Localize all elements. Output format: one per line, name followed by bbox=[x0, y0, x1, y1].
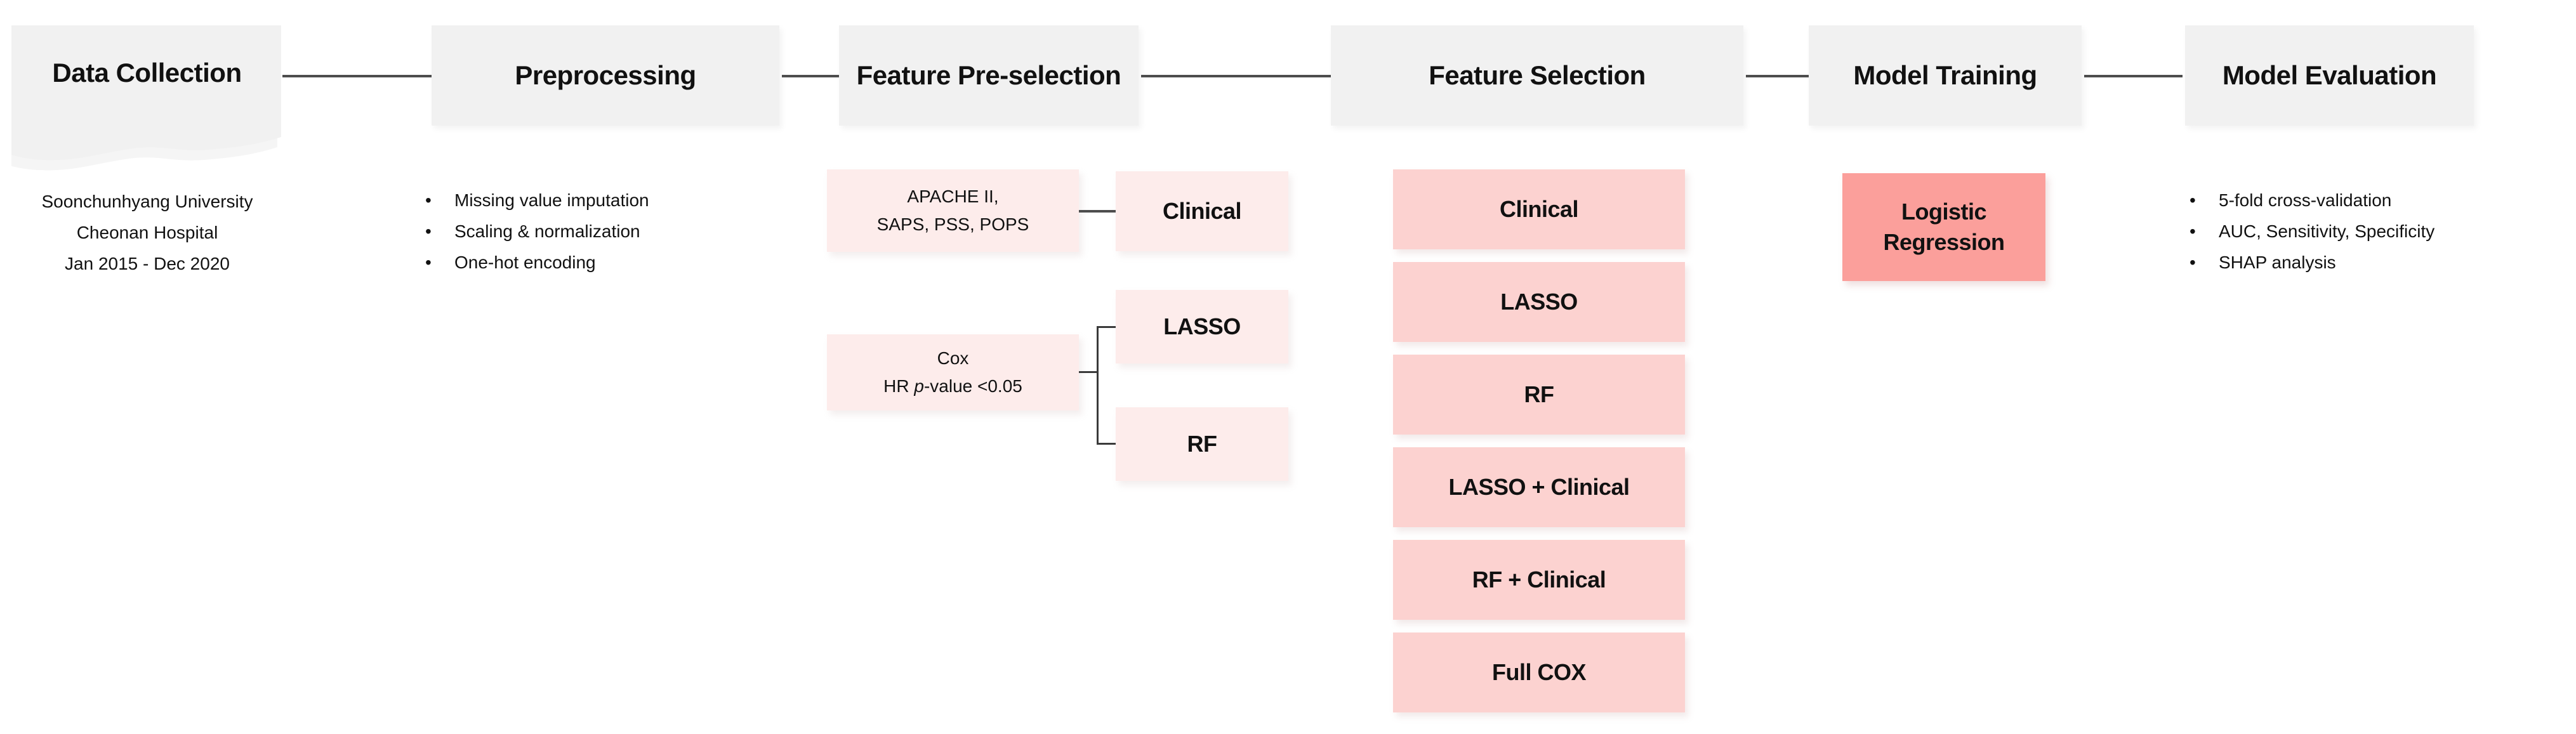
connector-line-2 bbox=[782, 75, 839, 77]
stage-header-feature-selection: Feature Selection bbox=[1331, 25, 1743, 126]
bracket-top-stub-line bbox=[1097, 326, 1116, 328]
model-evaluation-bullet-list: • 5-fold cross-validation • AUC, Sensiti… bbox=[2190, 185, 2434, 278]
data-collection-line: Soonchunhyang University bbox=[41, 192, 253, 211]
logistic-regression-line: Regression bbox=[1883, 229, 2005, 255]
connector-line-5 bbox=[2084, 75, 2183, 77]
torn-paper-shape bbox=[11, 25, 281, 171]
feature-selection-box-rf-clinical: RF + Clinical bbox=[1393, 540, 1685, 620]
feature-selection-label: LASSO bbox=[1500, 289, 1578, 315]
cox-filter-line: Cox bbox=[937, 348, 969, 368]
stage-title-feature-selection: Feature Selection bbox=[1429, 60, 1646, 90]
clinical-preselect-label: Clinical bbox=[1162, 198, 1242, 224]
connector-line-1 bbox=[282, 75, 432, 77]
preprocessing-bullet-text: One-hot encoding bbox=[454, 252, 596, 272]
connector-line-3 bbox=[1141, 75, 1331, 77]
feature-selection-box-lasso: LASSO bbox=[1393, 262, 1685, 342]
lasso-preselect-label: LASSO bbox=[1163, 313, 1241, 339]
cox-filter-line: HR p-value <0.05 bbox=[883, 372, 1022, 400]
logistic-regression-line: Logistic bbox=[1901, 199, 1987, 225]
stage-title-data-collection: Data Collection bbox=[52, 58, 242, 88]
stage-header-data-collection: Data Collection bbox=[11, 25, 282, 178]
stage-title-model-evaluation: Model Evaluation bbox=[2222, 60, 2437, 90]
model-evaluation-bullet-text: 5-fold cross-validation bbox=[2219, 190, 2392, 210]
rf-preselect-label: RF bbox=[1187, 431, 1218, 457]
cox-filter-box: Cox HR p-value <0.05 bbox=[827, 334, 1079, 410]
feature-selection-label: Clinical bbox=[1499, 196, 1579, 222]
model-evaluation-bullet-text: AUC, Sensitivity, Specificity bbox=[2219, 221, 2435, 241]
torn-paper-fill bbox=[11, 25, 281, 161]
rf-preselect-box: RF bbox=[1116, 407, 1288, 481]
list-item: • Missing value imputation bbox=[425, 185, 649, 216]
bullet-icon: • bbox=[425, 252, 432, 272]
feature-selection-box-rf: RF bbox=[1393, 355, 1685, 435]
data-collection-text: Soonchunhyang University Cheonan Hospita… bbox=[19, 186, 275, 279]
preprocessing-bullet-text: Missing value imputation bbox=[454, 190, 649, 210]
stage-title-feature-preselection: Feature Pre-selection bbox=[856, 60, 1121, 90]
logistic-regression-box: Logistic Regression bbox=[1842, 173, 2045, 281]
list-item: • Scaling & normalization bbox=[425, 216, 649, 247]
stage-title-model-training: Model Training bbox=[1853, 60, 2037, 90]
apache-to-clinical-line bbox=[1079, 210, 1116, 213]
stage-header-feature-preselection: Feature Pre-selection bbox=[839, 25, 1139, 126]
connector-line-4 bbox=[1746, 75, 1809, 77]
bullet-icon: • bbox=[2190, 221, 2196, 241]
data-collection-line: Jan 2015 - Dec 2020 bbox=[65, 254, 230, 273]
stage-header-model-training: Model Training bbox=[1809, 25, 2082, 126]
cox-hr-prefix: HR bbox=[883, 376, 915, 396]
apache-scores-box: APACHE II, SAPS, PSS, POPS bbox=[827, 169, 1079, 252]
bracket-stem-line bbox=[1079, 371, 1097, 373]
feature-selection-label: RF bbox=[1524, 381, 1555, 407]
cox-value-suffix: -value <0.05 bbox=[923, 376, 1022, 396]
feature-selection-box-full-cox: Full COX bbox=[1393, 632, 1685, 712]
stage-header-preprocessing: Preprocessing bbox=[432, 25, 779, 126]
list-item: • One-hot encoding bbox=[425, 247, 649, 278]
bracket-bottom-stub-line bbox=[1097, 443, 1116, 445]
feature-selection-label: RF + Clinical bbox=[1472, 567, 1606, 593]
preprocessing-bullet-text: Scaling & normalization bbox=[454, 221, 640, 241]
feature-selection-box-clinical: Clinical bbox=[1393, 169, 1685, 249]
apache-scores-line: APACHE II, bbox=[907, 187, 999, 206]
bracket-vertical-line bbox=[1097, 326, 1099, 445]
list-item: • 5-fold cross-validation bbox=[2190, 185, 2434, 216]
lasso-preselect-box: LASSO bbox=[1116, 290, 1288, 364]
list-item: • SHAP analysis bbox=[2190, 247, 2434, 278]
apache-scores-line: SAPS, PSS, POPS bbox=[876, 214, 1029, 234]
stage-header-model-evaluation: Model Evaluation bbox=[2185, 25, 2474, 126]
model-evaluation-bullet-text: SHAP analysis bbox=[2219, 252, 2336, 272]
bullet-icon: • bbox=[2190, 252, 2196, 272]
feature-selection-box-lasso-clinical: LASSO + Clinical bbox=[1393, 447, 1685, 527]
bullet-icon: • bbox=[425, 190, 432, 210]
clinical-preselect-box: Clinical bbox=[1116, 171, 1288, 251]
preprocessing-bullet-list: • Missing value imputation • Scaling & n… bbox=[425, 185, 649, 278]
list-item: • AUC, Sensitivity, Specificity bbox=[2190, 216, 2434, 247]
data-collection-line: Cheonan Hospital bbox=[76, 223, 218, 242]
feature-selection-label: LASSO + Clinical bbox=[1448, 474, 1630, 500]
bullet-icon: • bbox=[2190, 190, 2196, 210]
bullet-icon: • bbox=[425, 221, 432, 241]
feature-selection-label: Full COX bbox=[1492, 659, 1587, 685]
stage-title-preprocessing: Preprocessing bbox=[515, 60, 696, 90]
cox-p-italic: p bbox=[914, 376, 924, 396]
